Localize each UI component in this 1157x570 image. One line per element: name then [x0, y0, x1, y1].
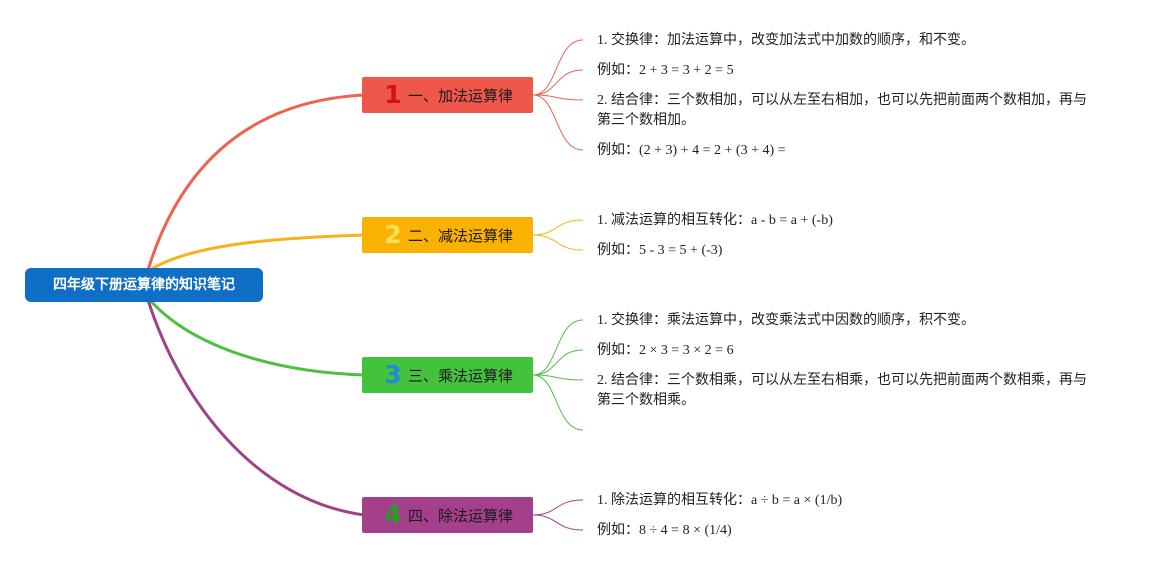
leaf-connector	[532, 374, 584, 431]
leaf-connector	[532, 69, 584, 96]
trunk-connector	[149, 233, 365, 272]
leaf-subtraction-conversion[interactable]: 1. 减法运算的相互转化：a - b = a + (-b)	[597, 213, 833, 228]
leaf-multiplication-commutative[interactable]: 1. 交换律：乘法运算中，改变乘法式中因数的顺序，积不变。	[597, 313, 975, 328]
number-one-icon: 1	[384, 80, 402, 109]
root-topic[interactable]: 四年级下册运算律的知识笔记	[25, 268, 263, 302]
leaf-connector	[532, 234, 584, 251]
leaf-connector	[532, 319, 584, 376]
leaf-multiplication-associative[interactable]: 2. 结合律：三个数相乘，可以从左至右相乘，也可以先把前面两个数相乘，再与第三个…	[597, 373, 1087, 408]
leaf-connector	[532, 514, 584, 531]
number-four-icon: 4	[384, 500, 402, 529]
leaf-subtraction-example[interactable]: 例如：5 - 3 = 5 + (-3)	[597, 243, 723, 258]
leaf-addition-associative[interactable]: 2. 结合律：三个数相加，可以从左至右相加，也可以先把前面两个数相加，再与第三个…	[597, 93, 1087, 128]
branch-addition[interactable]: 1 一、加法运算律	[362, 77, 533, 113]
branch-label: 三、乘法运算律	[408, 366, 514, 385]
leaf-connector	[532, 499, 584, 516]
root-topic-label: 四年级下册运算律的知识笔记	[53, 277, 235, 293]
leaf-addition-commutative[interactable]: 1. 交换律：加法运算中，改变加法式中加数的顺序，和不变。	[597, 33, 975, 48]
number-two-icon: 2	[384, 220, 402, 249]
trunk-connector	[148, 299, 365, 377]
leaf-connector	[532, 374, 584, 381]
trunk-connector	[146, 93, 365, 271]
leaf-connector	[532, 349, 584, 376]
branch-label: 二、减法运算律	[408, 226, 514, 245]
number-three-icon: 3	[384, 360, 402, 389]
leaf-connector	[532, 94, 584, 101]
leaf-connector	[532, 219, 584, 236]
leaf-multiplication-example[interactable]: 例如：2 × 3 = 3 × 2 = 6	[597, 343, 734, 358]
leaf-division-conversion[interactable]: 1. 除法运算的相互转化：a ÷ b = a × (1/b)	[597, 493, 843, 508]
trunk-connector	[146, 299, 365, 517]
branch-label: 四、除法运算律	[408, 506, 514, 525]
branch-subtraction[interactable]: 2 二、减法运算律	[362, 217, 533, 253]
branch-multiplication[interactable]: 3 三、乘法运算律	[362, 357, 533, 393]
branch-label: 一、加法运算律	[408, 86, 514, 105]
leaf-addition-example-1[interactable]: 例如：2 + 3 = 3 + 2 = 5	[597, 63, 734, 78]
leaf-connector	[532, 39, 584, 96]
leaf-connector	[532, 94, 584, 151]
branch-division[interactable]: 4 四、除法运算律	[362, 497, 533, 533]
leaf-addition-example-2[interactable]: 例如：(2 + 3) + 4 = 2 + (3 + 4) =	[597, 143, 786, 158]
leaf-division-example[interactable]: 例如：8 ÷ 4 = 8 × (1/4)	[597, 523, 732, 538]
